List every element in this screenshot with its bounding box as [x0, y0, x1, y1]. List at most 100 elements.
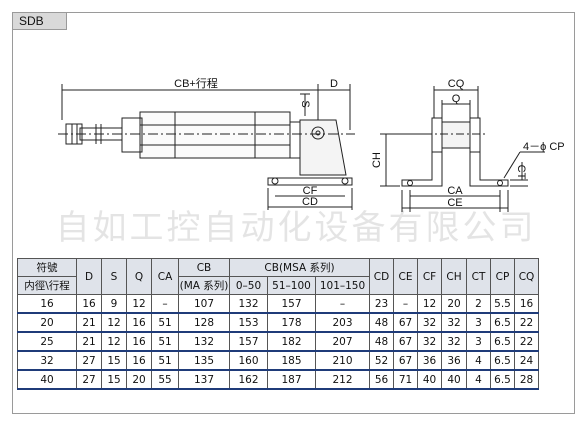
table-cell: 16 — [17, 294, 77, 314]
table-cell: 22 — [514, 312, 539, 333]
header-d: D — [76, 258, 102, 295]
table-cell: 16 — [76, 294, 102, 314]
table-cell: 185 — [267, 350, 316, 371]
table-cell: 16 — [126, 350, 152, 371]
table-cell: 157 — [267, 294, 316, 314]
header-bore-stroke: 内徑\行程 — [17, 276, 77, 295]
dim-s: S — [299, 100, 311, 107]
model-tag: SDB — [13, 13, 67, 30]
table-cell: 3 — [466, 312, 491, 333]
table-cell: 40 — [17, 369, 77, 390]
header-range-0-50: 0–50 — [229, 276, 268, 295]
table-cell: 16 — [126, 331, 152, 352]
header-bore: 符號 — [17, 258, 77, 277]
table-cell: 71 — [393, 369, 418, 390]
dim-cb-stroke: CB+行程 — [174, 77, 218, 90]
header-cp: CP — [490, 258, 515, 295]
header-cb-msa: CB(MSA 系列) — [229, 258, 370, 277]
header-ch: CH — [441, 258, 467, 295]
table-cell: 12 — [101, 312, 127, 333]
table-row: 16 16 9 12 – 107 132 157 – 23 – 12 20 2 … — [17, 294, 539, 314]
table-cell: 22 — [514, 331, 539, 352]
dim-cf: CF — [303, 185, 318, 197]
table-cell: 210 — [315, 350, 370, 371]
dim-ca: CA — [447, 185, 463, 197]
table-cell: 40 — [417, 369, 442, 390]
header-cf: CF — [417, 258, 442, 295]
table-cell: 55 — [151, 369, 179, 390]
table-cell: 21 — [76, 331, 102, 352]
table-row: 25 21 12 16 51 132 157 182 207 48 67 32 … — [17, 331, 539, 352]
dim-ct: CT — [515, 165, 527, 180]
header-ct: CT — [466, 258, 491, 295]
table-cell: 5.5 — [490, 294, 515, 314]
table-cell: 9 — [101, 294, 127, 314]
header-s: S — [101, 258, 127, 295]
table-cell: 132 — [178, 331, 230, 352]
header-cq: CQ — [514, 258, 539, 295]
header-ca: CA — [151, 258, 179, 295]
header-cb-ma: (MA 系列) — [178, 276, 230, 295]
table-cell: 15 — [101, 350, 127, 371]
table-cell: 51 — [151, 331, 179, 352]
table-cell: 67 — [393, 350, 418, 371]
table-cell: 6.5 — [490, 350, 515, 371]
table-cell: 132 — [229, 294, 268, 314]
table-cell: 52 — [369, 350, 394, 371]
table-cell: 162 — [229, 369, 268, 390]
table-cell: – — [151, 294, 179, 314]
table-cell: 6.5 — [490, 369, 515, 390]
table-cell: 48 — [369, 331, 394, 352]
table-cell: 135 — [178, 350, 230, 371]
header-ce: CE — [393, 258, 418, 295]
table-cell: 21 — [76, 312, 102, 333]
dim-cd: CD — [302, 196, 318, 208]
table-cell: 4 — [466, 350, 491, 371]
table-cell: 27 — [76, 350, 102, 371]
table-cell: 182 — [267, 331, 316, 352]
table-cell: 23 — [369, 294, 394, 314]
table-cell: 25 — [17, 331, 77, 352]
table-cell: 137 — [178, 369, 230, 390]
table-cell: 4 — [466, 369, 491, 390]
table-cell: 16 — [126, 312, 152, 333]
table-cell: 128 — [178, 312, 230, 333]
header-q: Q — [126, 258, 152, 295]
table-cell: 36 — [441, 350, 467, 371]
table-cell: 107 — [178, 294, 230, 314]
dim-cp-note: 4－ϕ CP — [523, 141, 565, 153]
dim-ch: CH — [371, 152, 383, 168]
table-cell: 32 — [17, 350, 77, 371]
table-cell: – — [315, 294, 370, 314]
dim-d: D — [330, 78, 338, 90]
table-cell: 32 — [441, 312, 467, 333]
table-row: 20 21 12 16 51 128 153 178 203 48 67 32 … — [17, 312, 539, 333]
table-cell: 15 — [101, 369, 127, 390]
table-cell: 160 — [229, 350, 268, 371]
table-cell: 67 — [393, 312, 418, 333]
table-cell: 40 — [441, 369, 467, 390]
cylinder-drawing: CB+行程 D S CF CD CQ Q CH CA CE CT 4－ϕ CP — [58, 77, 565, 212]
table-cell: 20 — [126, 369, 152, 390]
table-cell: – — [393, 294, 418, 314]
table-cell: 178 — [267, 312, 316, 333]
table-cell: 32 — [417, 312, 442, 333]
table-cell: 12 — [417, 294, 442, 314]
table-cell: 187 — [267, 369, 316, 390]
table-cell: 56 — [369, 369, 394, 390]
table-cell: 212 — [315, 369, 370, 390]
table-row: 40 27 15 20 55 137 162 187 212 56 71 40 … — [17, 369, 539, 390]
header-range-101-150: 101–150 — [315, 276, 370, 295]
table-cell: 153 — [229, 312, 268, 333]
table-cell: 48 — [369, 312, 394, 333]
header-cb: CB — [178, 258, 230, 277]
header-range-51-100: 51–100 — [267, 276, 316, 295]
table-cell: 32 — [441, 331, 467, 352]
table-cell: 36 — [417, 350, 442, 371]
table-cell: 32 — [417, 331, 442, 352]
table-cell: 28 — [514, 369, 539, 390]
table-cell: 24 — [514, 350, 539, 371]
table-cell: 207 — [315, 331, 370, 352]
table-cell: 20 — [17, 312, 77, 333]
dim-cq: CQ — [448, 78, 465, 90]
